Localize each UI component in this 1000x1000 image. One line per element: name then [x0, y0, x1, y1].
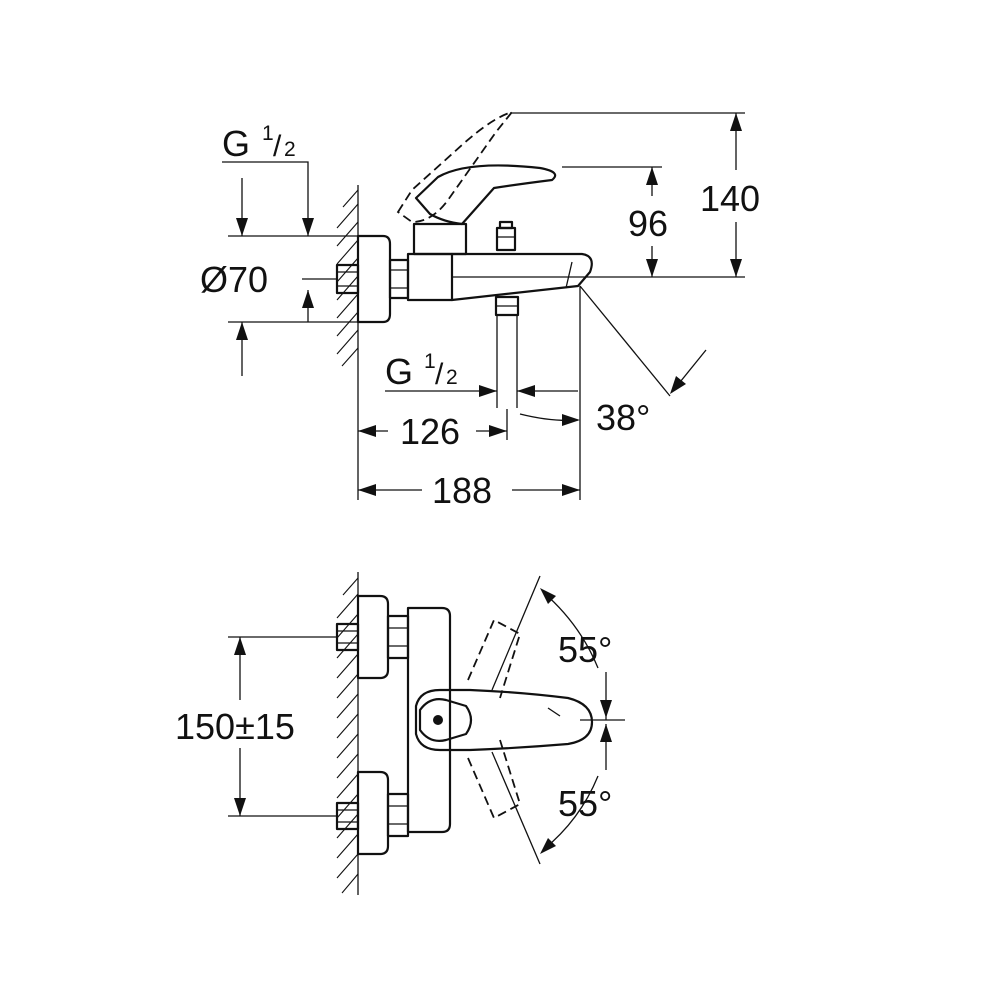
height-spout-label: 96: [628, 203, 668, 244]
g-half-top-den: 2: [284, 138, 296, 161]
shower-outlet: [494, 295, 520, 317]
wall-hatch-bottom: [336, 572, 359, 895]
dim-depth-outlet: [358, 409, 508, 440]
lever-angle-up-label: 55°: [558, 629, 612, 670]
g-half-bottom-num: 1: [424, 350, 436, 373]
wall-hatch-top: [336, 185, 359, 367]
g-half-bottom-den: 2: [446, 366, 458, 389]
dim-lever-angle-up: [540, 588, 612, 720]
lever-handle-open: [396, 110, 515, 223]
front-view: 150±15 55° 55°: [175, 572, 625, 895]
g-half-bottom-label: G: [385, 351, 413, 392]
dim-height-spout: [646, 167, 658, 277]
svg-text:/: /: [435, 358, 444, 391]
dim-diameter: [236, 178, 248, 376]
g-half-top-num: 1: [262, 122, 274, 145]
side-view: G 1 / 2 Ø70 96 140 G 1 / 2 126 188 38°: [200, 110, 760, 511]
dim-centre-distance: [228, 636, 337, 817]
diverter-knob: [495, 220, 517, 252]
dim-spout-angle: [519, 349, 707, 426]
cartridge-housing: [412, 222, 468, 256]
spout-aerator: [565, 261, 573, 289]
dim-lever-angle-down: [540, 724, 612, 854]
depth-outlet-label: 126: [400, 411, 460, 452]
diameter-label: Ø70: [200, 259, 268, 300]
spout-angle-label: 38°: [596, 397, 650, 438]
connector-lower: [335, 770, 410, 856]
depth-total-label: 188: [432, 470, 492, 511]
lever-up-position: [467, 618, 522, 699]
g-half-top-label: G: [222, 123, 250, 164]
lever-down-position: [467, 739, 522, 820]
dim-depth-total: [358, 484, 580, 496]
lever-cap: [418, 698, 473, 742]
mixer-body: [406, 252, 454, 302]
centre-distance-label: 150±15: [175, 706, 295, 747]
wall-flange: [356, 234, 392, 324]
svg-text:/: /: [273, 130, 282, 163]
lever-angle-down-label: 55°: [558, 783, 612, 824]
spout: [450, 252, 593, 302]
lever-handle: [414, 164, 557, 226]
mixer-body-front: [406, 606, 452, 834]
lever-front: [414, 688, 594, 752]
height-total-label: 140: [700, 178, 760, 219]
dim-height-total: [730, 113, 742, 277]
union-nut: [388, 258, 410, 300]
